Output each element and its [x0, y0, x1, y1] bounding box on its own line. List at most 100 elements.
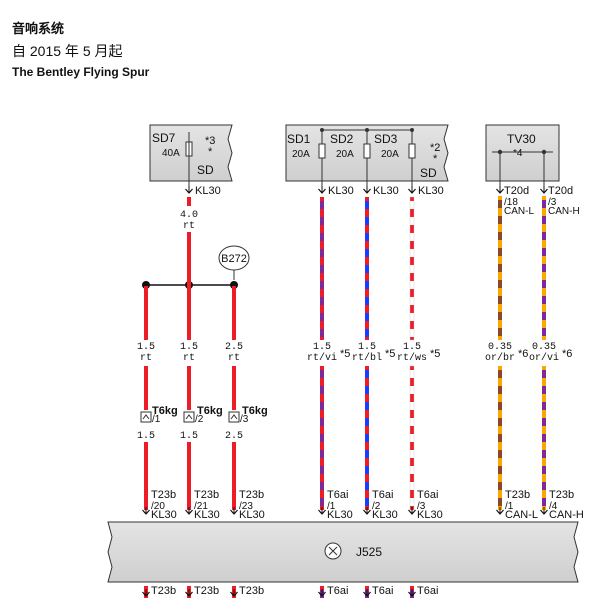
- wire-stripe: [320, 434, 324, 442]
- wire-color-code: rt/vi: [307, 352, 337, 364]
- fuse-box-right: [485, 124, 560, 182]
- connector-pin: /1: [505, 501, 514, 512]
- inline-connector-arrow: [185, 414, 193, 420]
- connector-label: T6ai: [372, 585, 393, 597]
- wire-stripe: [410, 482, 414, 490]
- connector-label: T23b: [194, 585, 219, 597]
- wire-stripe: [365, 233, 369, 241]
- terminal-label: CAN-L: [504, 206, 534, 217]
- wire-stripe: [498, 418, 502, 426]
- wire-color-code: or/br: [485, 352, 515, 364]
- wire-segment: [144, 286, 148, 340]
- wire-gauge: 1.5: [403, 342, 421, 353]
- inline-connector-housing: [228, 411, 240, 423]
- wire-segment: [187, 366, 191, 410]
- wire-stripe: [410, 418, 414, 426]
- wire-stripe: [365, 201, 369, 209]
- wire-stripe: [365, 418, 369, 426]
- wire-stripe: [542, 370, 546, 378]
- wire-gauge: 1.5: [313, 342, 331, 353]
- wire-stripe: [542, 200, 546, 208]
- wire-stripe: [498, 402, 502, 410]
- wire-stripe: [365, 434, 369, 442]
- wire-stripe: [542, 386, 546, 394]
- connector-label: T23b: [151, 585, 176, 597]
- wire-stripe: [498, 434, 502, 442]
- wire-stripe: [365, 450, 369, 458]
- wire-stripe: [320, 297, 324, 305]
- wire-stripe: [542, 328, 546, 336]
- wire-outline: [409, 196, 415, 341]
- wire-note: *5: [385, 348, 395, 360]
- terminal-label: KL30: [239, 509, 265, 521]
- wire-stripe: [410, 386, 414, 394]
- connector-label: T23b: [505, 489, 530, 501]
- fuse-symbol: [363, 143, 371, 159]
- wire-stripe: [365, 313, 369, 321]
- fuse-name: SD3: [374, 132, 398, 146]
- connector-pin: /3: [548, 197, 557, 208]
- wire-stripe: [320, 281, 324, 289]
- wire-segment: [144, 442, 148, 510]
- wire-stripe: [542, 280, 546, 288]
- wire-stripe: [320, 482, 324, 490]
- inline-connector-label: T6kg: [242, 405, 268, 417]
- terminal-label: CAN-H: [548, 206, 580, 217]
- wire-stripe: [410, 201, 414, 209]
- wire-stripe: [498, 200, 502, 208]
- wire-stripe: [365, 217, 369, 225]
- connector-label: T6ai: [327, 489, 348, 501]
- terminal-label: KL30: [418, 185, 444, 197]
- wire-color-code: rt: [183, 353, 195, 364]
- terminal-label: KL30: [327, 509, 353, 521]
- wire-stripe: [365, 482, 369, 490]
- terminal-label: KL30: [417, 509, 443, 521]
- wire-stripe: [320, 201, 324, 209]
- connector-label: T23b: [194, 489, 219, 501]
- wire-stripe: [365, 281, 369, 289]
- terminal-label: KL30: [151, 509, 177, 521]
- fuse-name: SD2: [330, 132, 354, 146]
- wire-stripe: [410, 370, 414, 378]
- fuse-box-label: SD: [197, 163, 214, 177]
- wire-stripe: [365, 402, 369, 410]
- wire-stripe: [542, 402, 546, 410]
- wire-stripe: [365, 249, 369, 257]
- wire-stripe: [410, 466, 414, 474]
- wire-stripe: [320, 233, 324, 241]
- wire-color-code: or/vi: [529, 352, 559, 364]
- wire-stripe: [542, 418, 546, 426]
- ground-point-note: *4: [513, 148, 523, 159]
- connector-label: T6ai: [327, 585, 348, 597]
- wire-stripe: [365, 265, 369, 273]
- connector-label: T23b: [239, 489, 264, 501]
- connector-label: T6ai: [417, 489, 438, 501]
- diagram-subtitle: 自 2015 年 5 月起: [12, 43, 123, 59]
- fuse-amps: 20A: [336, 149, 354, 160]
- wire-stripe: [320, 498, 324, 506]
- fuse-amps: 20A: [381, 149, 399, 160]
- wire-stripe: [498, 312, 502, 320]
- wire-gauge: 0.35: [532, 342, 556, 353]
- fuse-symbol: [318, 143, 326, 159]
- terminal-label: KL30: [328, 185, 354, 197]
- wire-stripe: [498, 248, 502, 256]
- connector-pin: /18: [504, 197, 518, 208]
- wire-note: *6: [562, 348, 572, 360]
- ground-point-name: TV30: [507, 132, 536, 146]
- wire-stripe: [498, 328, 502, 336]
- wire-stripe: [542, 466, 546, 474]
- wire-stripe: [320, 386, 324, 394]
- wire-stripe: [320, 450, 324, 458]
- wire-stripe: [498, 216, 502, 224]
- wire-stripe: [320, 217, 324, 225]
- wire-gauge: 2.5: [225, 342, 243, 353]
- connector-label: T6ai: [417, 585, 438, 597]
- wire-stripe: [410, 498, 414, 506]
- inline-connector-label: T6kg: [152, 405, 178, 417]
- wire-stripe: [365, 386, 369, 394]
- vehicle-model: The Bentley Flying Spur: [12, 65, 150, 79]
- inline-connector-arrow: [230, 414, 238, 420]
- wire-stripe: [320, 249, 324, 257]
